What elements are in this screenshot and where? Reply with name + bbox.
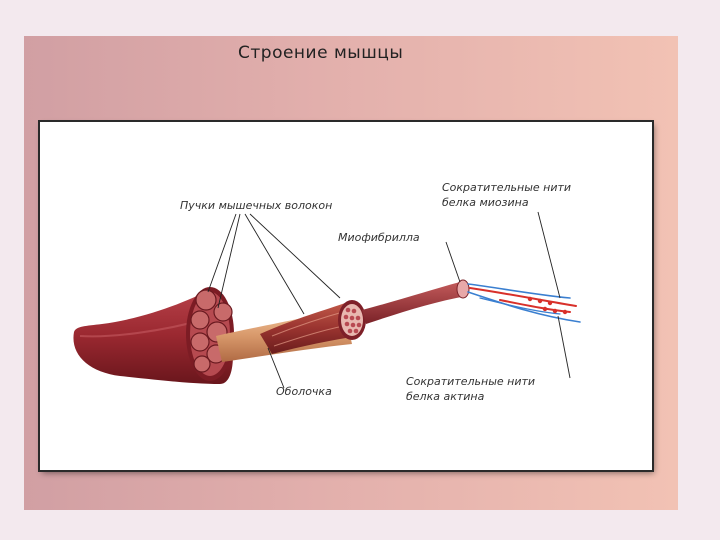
label-actin-line1: Сократительные нити bbox=[406, 375, 536, 388]
contractile-filaments bbox=[467, 283, 581, 323]
slide-title: Строение мышцы bbox=[238, 43, 404, 63]
muscle-fiber-bundle bbox=[260, 300, 366, 354]
label-myosin-line2: белка миозина bbox=[442, 196, 529, 209]
muscle-structure-diagram bbox=[73, 211, 581, 389]
label-sheath: Оболочка bbox=[276, 385, 332, 398]
label-muscle-bundles: Пучки мышечных волокон bbox=[180, 199, 333, 212]
label-myosin-line1: Сократительные нити bbox=[442, 181, 572, 194]
leader-lines bbox=[207, 211, 571, 389]
label-myofibril: Миофибрилла bbox=[338, 231, 420, 244]
label-actin-filaments: Сократительные нити белка актина bbox=[406, 374, 535, 404]
myofibril bbox=[362, 279, 470, 324]
label-actin-line2: белка актина bbox=[406, 390, 485, 403]
diagram-panel: Пучки мышечных волокон Миофибрилла Оболо… bbox=[40, 122, 652, 470]
label-myosin-filaments: Сократительные нити белка миозина bbox=[442, 180, 571, 210]
